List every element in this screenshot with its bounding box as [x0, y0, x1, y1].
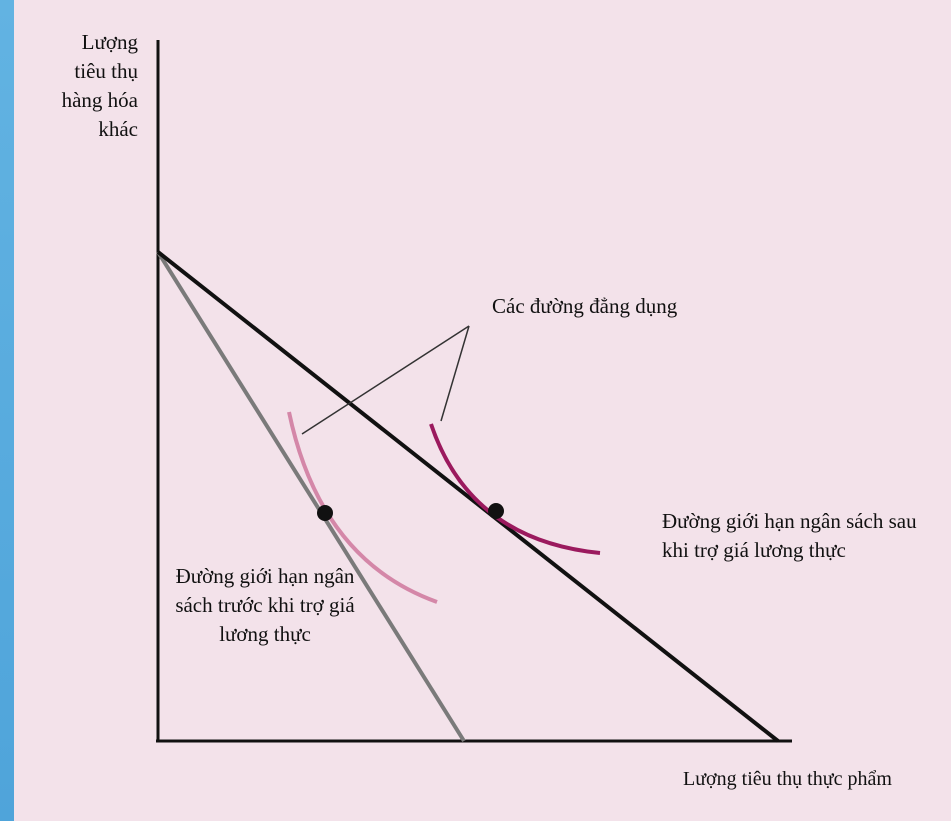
y-axis-label: Lượng tiêu thụ hàng hóa khác	[61, 30, 138, 141]
budget-before-label: Đường giới hạn ngân sách trước khi trợ g…	[175, 564, 355, 646]
indifference-curves-label: Các đường đẳng dụng	[492, 294, 678, 318]
tangency-point-before	[317, 505, 333, 521]
leader-line-right	[440, 325, 470, 422]
indifference-curve-before	[287, 411, 438, 604]
leader-line-left	[301, 325, 470, 435]
budget-after-label: Đường giới hạn ngân sách sau khi trợ giá…	[662, 509, 917, 562]
x-axis-label: Lượng tiêu thụ thực phẩm	[683, 768, 892, 790]
budget-line-before	[156, 250, 466, 743]
tangency-point-after	[488, 503, 504, 519]
budget-line-after	[156, 250, 780, 743]
diagram-panel	[14, 0, 951, 821]
